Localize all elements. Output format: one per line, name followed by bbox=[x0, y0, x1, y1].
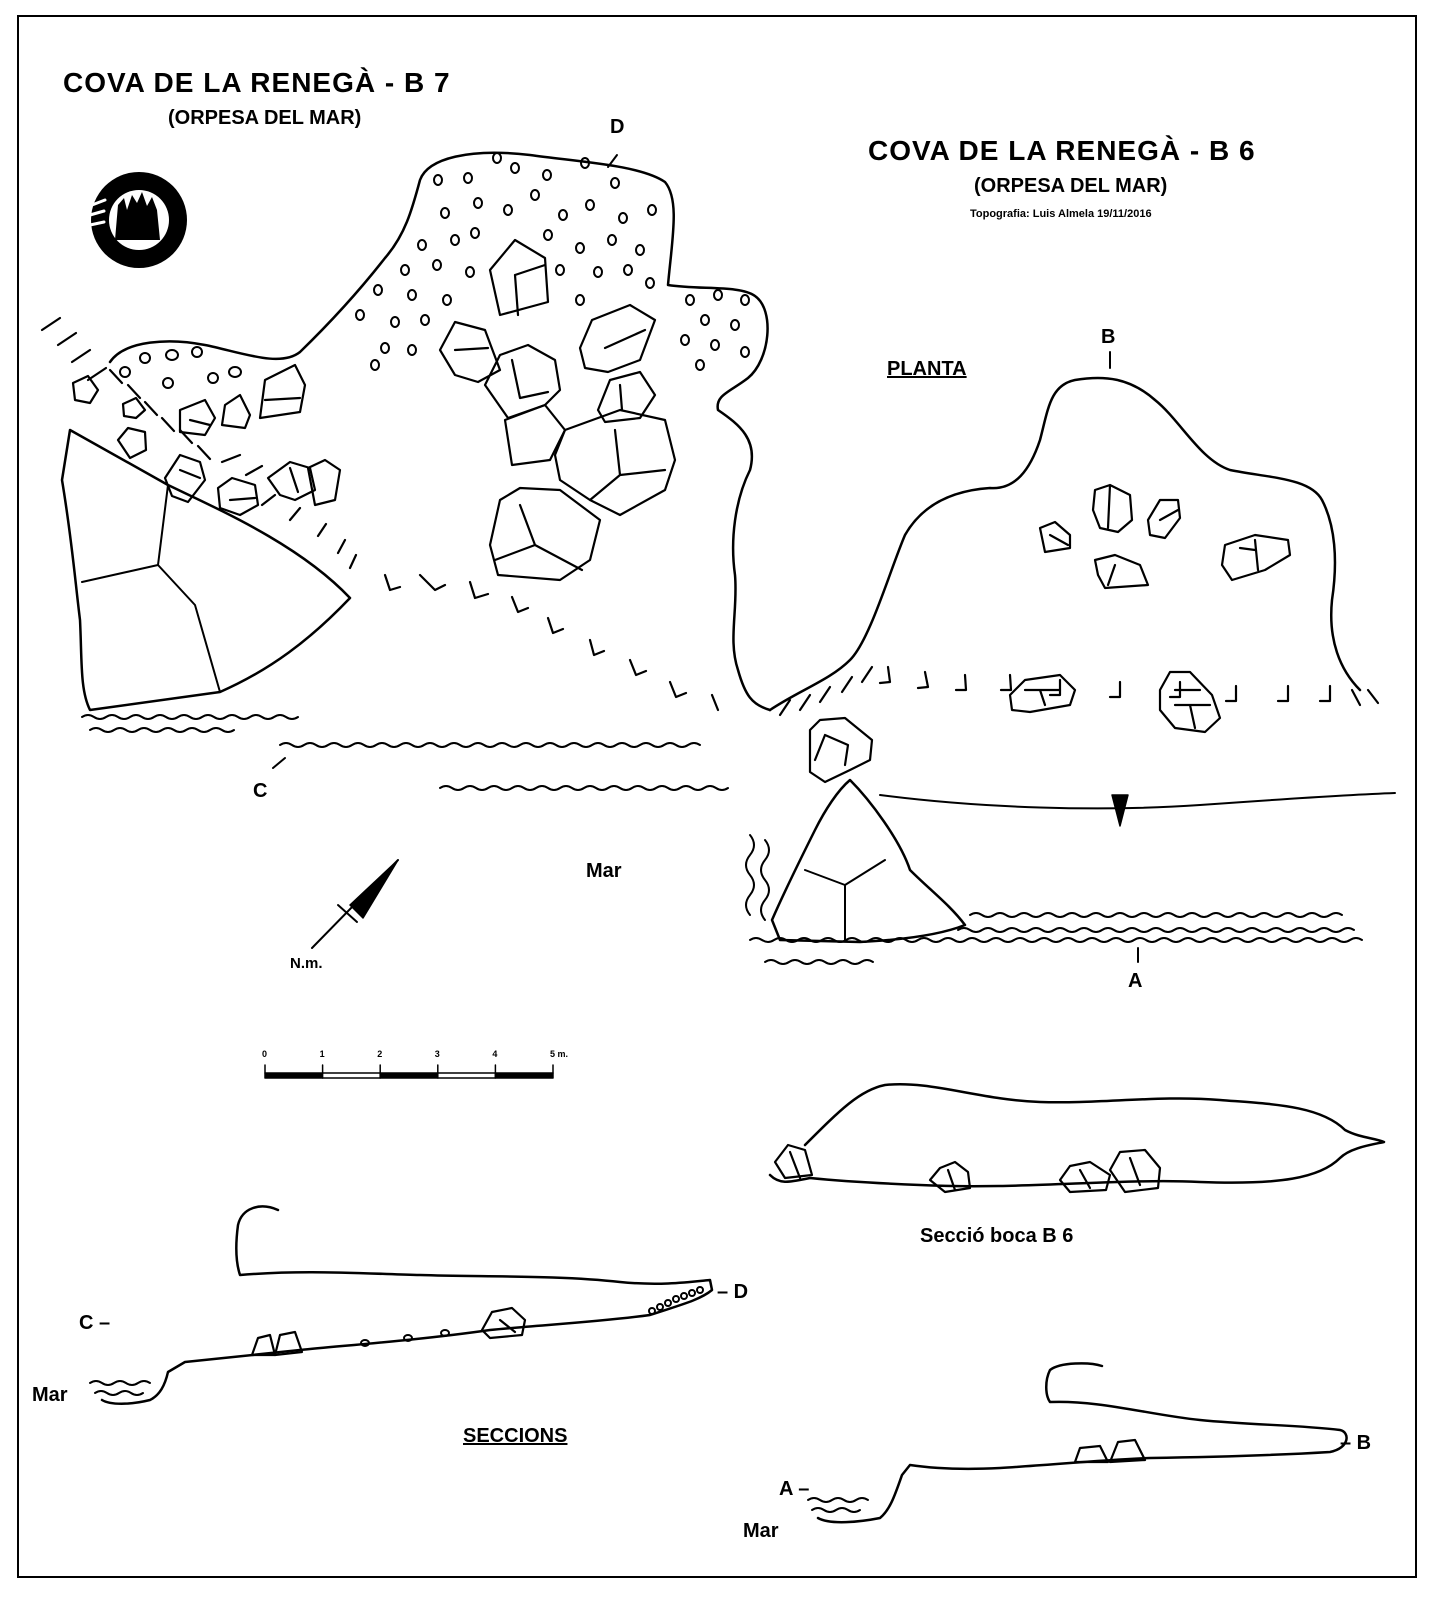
map-frame bbox=[17, 15, 1417, 1578]
b7-subtitle: (ORPESA DEL MAR) bbox=[168, 107, 362, 129]
plan-heading: PLANTA bbox=[887, 358, 967, 380]
section-a-label: A – bbox=[779, 1478, 810, 1500]
scale-segment bbox=[379, 1072, 439, 1079]
b7-title: COVA DE LA RENEGÀ - B 7 bbox=[63, 67, 451, 98]
north-arrow bbox=[311, 859, 399, 949]
b7-section-sea bbox=[89, 1380, 151, 1396]
b7-ledge-ticks bbox=[40, 316, 720, 712]
b7-boulders bbox=[71, 238, 677, 582]
section-b-label: – B bbox=[1340, 1432, 1372, 1454]
sections-heading: SECCIONS bbox=[463, 1425, 568, 1447]
section-sea-right: Mar bbox=[743, 1520, 779, 1542]
scale-segment bbox=[437, 1072, 497, 1079]
north-label: N.m. bbox=[290, 955, 323, 972]
b7-gravel bbox=[119, 152, 750, 389]
plan-shoreline bbox=[81, 714, 1363, 965]
b6-subtitle: (ORPESA DEL MAR) bbox=[974, 175, 1168, 197]
b7-collapse-block bbox=[60, 428, 352, 712]
scale-segment bbox=[321, 1072, 381, 1079]
section-d-label: – D bbox=[717, 1281, 749, 1303]
section-sea-left: Mar bbox=[32, 1384, 68, 1406]
b6-section-a-b bbox=[816, 1362, 1348, 1524]
scale-tick-label: 5 m. bbox=[550, 1049, 569, 1059]
point-c-label: C bbox=[253, 780, 268, 802]
club-logo bbox=[88, 172, 187, 268]
scale-segment bbox=[494, 1072, 554, 1079]
sea-rocks bbox=[770, 716, 967, 944]
scale-tick-label: 2 bbox=[377, 1049, 383, 1059]
section-c-label: C – bbox=[79, 1312, 111, 1334]
scale-bar bbox=[264, 1064, 554, 1079]
b6-mouth-section bbox=[768, 1083, 1386, 1194]
scale-tick-label: 4 bbox=[492, 1049, 498, 1059]
survey-credit: Topografia: Luis Almela 19/11/2016 bbox=[970, 208, 1152, 220]
b6-title: COVA DE LA RENEGÀ - B 6 bbox=[868, 135, 1256, 166]
b7-section-c-d bbox=[100, 1205, 714, 1405]
water-line bbox=[879, 792, 1396, 827]
b6-ledge-ticks bbox=[778, 665, 1380, 717]
point-a-label: A bbox=[1128, 970, 1143, 992]
scale-tick-label: 1 bbox=[319, 1049, 325, 1059]
b6-section-sea bbox=[807, 1497, 869, 1513]
b6-boulders bbox=[1008, 483, 1292, 734]
b7-cave-outline bbox=[108, 151, 772, 712]
sea-label-plan: Mar bbox=[586, 860, 622, 882]
point-d-label: D bbox=[610, 116, 625, 138]
scale-segment bbox=[264, 1072, 324, 1079]
scale-tick-label: 0 bbox=[262, 1049, 268, 1059]
section-point-markers bbox=[272, 154, 1139, 963]
point-b-label: B bbox=[1101, 326, 1116, 348]
b6-cave-outline bbox=[768, 376, 1362, 712]
scale-tick-label: 3 bbox=[434, 1049, 440, 1059]
mouth-section-label: Secció boca B 6 bbox=[920, 1225, 1074, 1247]
